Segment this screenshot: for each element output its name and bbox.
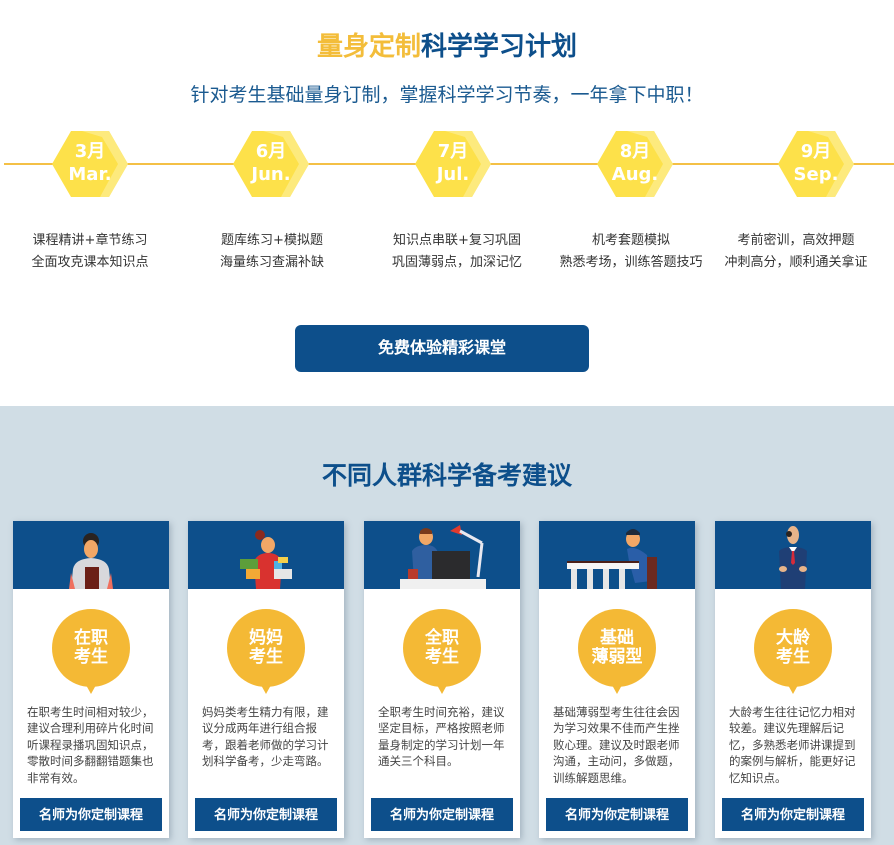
step-line1: 知识点串联+复习巩固 bbox=[393, 233, 521, 248]
month-en: Mar. bbox=[68, 164, 112, 185]
month-cn: 3月 bbox=[74, 141, 106, 162]
audience-badge: 基础 薄弱型 bbox=[578, 609, 656, 694]
card-header bbox=[13, 521, 169, 589]
step-line1: 课程精讲+章节练习 bbox=[32, 233, 148, 248]
step-line2: 巩固薄弱点，加深记忆 bbox=[391, 255, 522, 270]
custom-course-button[interactable]: 名师为你定制课程 bbox=[722, 798, 864, 831]
card-header bbox=[539, 521, 695, 589]
card-description: 基础薄弱型考生往往会因为学习效果不佳而产生挫败心理。建议及时跟老师沟通，主动问，… bbox=[553, 705, 680, 785]
card-description: 大龄考生往往记忆力相对较差。建议先理解后记忆，多熟悉老师讲课提到的案例与解析，能… bbox=[729, 705, 856, 785]
card-header bbox=[188, 521, 344, 589]
card-description: 在职考生时间相对较少，建议合理利用碎片化时间听课程录播巩固知识点，零散时间多翻翻… bbox=[27, 705, 154, 785]
advice-card-fulltime: 全职 考生 全职考生时间充裕，建议坚定目标，严格按照老师量身制定的学习计划一年通… bbox=[364, 521, 520, 838]
free-trial-button[interactable]: 免费体验精彩课堂 bbox=[295, 325, 589, 372]
step-line2: 全面攻克课本知识点 bbox=[31, 255, 149, 270]
month-en: Jun. bbox=[251, 164, 291, 185]
advice-card-working: 在职 考生 在职考生时间相对较少，建议合理利用碎片化时间听课程录播巩固知识点，零… bbox=[13, 521, 169, 838]
custom-course-button[interactable]: 名师为你定制课程 bbox=[195, 798, 337, 831]
card-description: 全职考生时间充裕，建议坚定目标，严格按照老师量身制定的学习计划一年通关三个科目。 bbox=[378, 705, 505, 769]
audience-badge: 全职 考生 bbox=[403, 609, 481, 694]
custom-course-button[interactable]: 名师为你定制课程 bbox=[20, 798, 162, 831]
month-cn: 9月 bbox=[800, 141, 832, 162]
advice-card-weak-basis: 基础 薄弱型 基础薄弱型考生往往会因为学习效果不佳而产生挫败心理。建议及时跟老师… bbox=[539, 521, 695, 838]
page-title: 量身定制科学学习计划 bbox=[0, 26, 894, 63]
month-cn: 7月 bbox=[437, 141, 469, 162]
custom-course-button[interactable]: 名师为你定制课程 bbox=[371, 798, 513, 831]
timeline-step-desc: 机考套题模拟 熟悉考场，训练答题技巧 bbox=[541, 230, 721, 274]
month-en: Aug. bbox=[611, 164, 659, 185]
mother-illustration-icon bbox=[240, 530, 292, 589]
card-header bbox=[364, 521, 520, 589]
section-title: 不同人群科学备考建议 bbox=[321, 461, 572, 490]
audience-badge: 妈妈 考生 bbox=[227, 609, 305, 694]
step-line2: 冲刺高分，顺利通关拿证 bbox=[724, 255, 868, 270]
desk-worker-illustration-icon bbox=[400, 525, 486, 589]
older-man-illustration-icon bbox=[779, 526, 807, 589]
hexagon-icon bbox=[415, 131, 491, 197]
step-line1: 机考套题模拟 bbox=[591, 233, 670, 248]
timeline-step-desc: 题库练习+模拟题 海量练习查漏补缺 bbox=[182, 230, 362, 274]
timeline-step-desc: 知识点串联+复习巩固 巩固薄弱点，加深记忆 bbox=[367, 230, 547, 274]
month-cn: 6月 bbox=[255, 141, 287, 162]
timeline-step-desc: 考前密训，高效押题 冲刺高分，顺利通关拿证 bbox=[706, 230, 886, 274]
working-woman-illustration-icon bbox=[69, 533, 113, 589]
month-cn: 8月 bbox=[619, 141, 651, 162]
hexagon-icon bbox=[597, 131, 673, 197]
hexagon-icon bbox=[52, 131, 128, 197]
title-rest: 科学学习计划 bbox=[421, 32, 578, 62]
custom-course-button[interactable]: 名师为你定制课程 bbox=[546, 798, 688, 831]
title-highlight: 量身定制 bbox=[316, 32, 421, 62]
hexagon-icon bbox=[778, 131, 854, 197]
card-description: 妈妈类考生精力有限，建议分成两年进行组合报考，跟着老师做的学习计划科学备考，少走… bbox=[202, 705, 329, 769]
advice-card-older: 大龄 考生 大龄考生往往记忆力相对较差。建议先理解后记忆，多熟悉老师讲课提到的案… bbox=[715, 521, 871, 838]
study-plan-section: 量身定制科学学习计划 针对考生基础量身订制，掌握科学学习节奏，一年拿下中职！ 3… bbox=[0, 0, 894, 406]
advice-card-mother: 妈妈 考生 妈妈类考生精力有限，建议分成两年进行组合报考，跟着老师做的学习计划科… bbox=[188, 521, 344, 838]
step-line2: 海量练习查漏补缺 bbox=[219, 255, 324, 270]
hexagon-icon bbox=[233, 131, 309, 197]
frustrated-student-illustration-icon bbox=[567, 529, 657, 589]
subtitle: 针对考生基础量身订制，掌握科学学习节奏，一年拿下中职！ bbox=[190, 84, 704, 106]
step-line2: 熟悉考场，训练答题技巧 bbox=[559, 255, 703, 270]
step-line1: 考前密训，高效押题 bbox=[737, 233, 855, 248]
month-en: Jul. bbox=[436, 164, 470, 185]
timeline-step-desc: 课程精讲+章节练习 全面攻克课本知识点 bbox=[0, 230, 180, 274]
month-en: Sep. bbox=[793, 164, 839, 185]
audience-badge: 大龄 考生 bbox=[754, 609, 832, 694]
audience-badge: 在职 考生 bbox=[52, 609, 130, 694]
step-line1: 题库练习+模拟题 bbox=[221, 233, 323, 248]
audience-advice-section: 不同人群科学备考建议 在职 考生 在职考生时间相对较少，建议合理利用碎片化时间听… bbox=[0, 406, 894, 845]
card-header bbox=[715, 521, 871, 589]
